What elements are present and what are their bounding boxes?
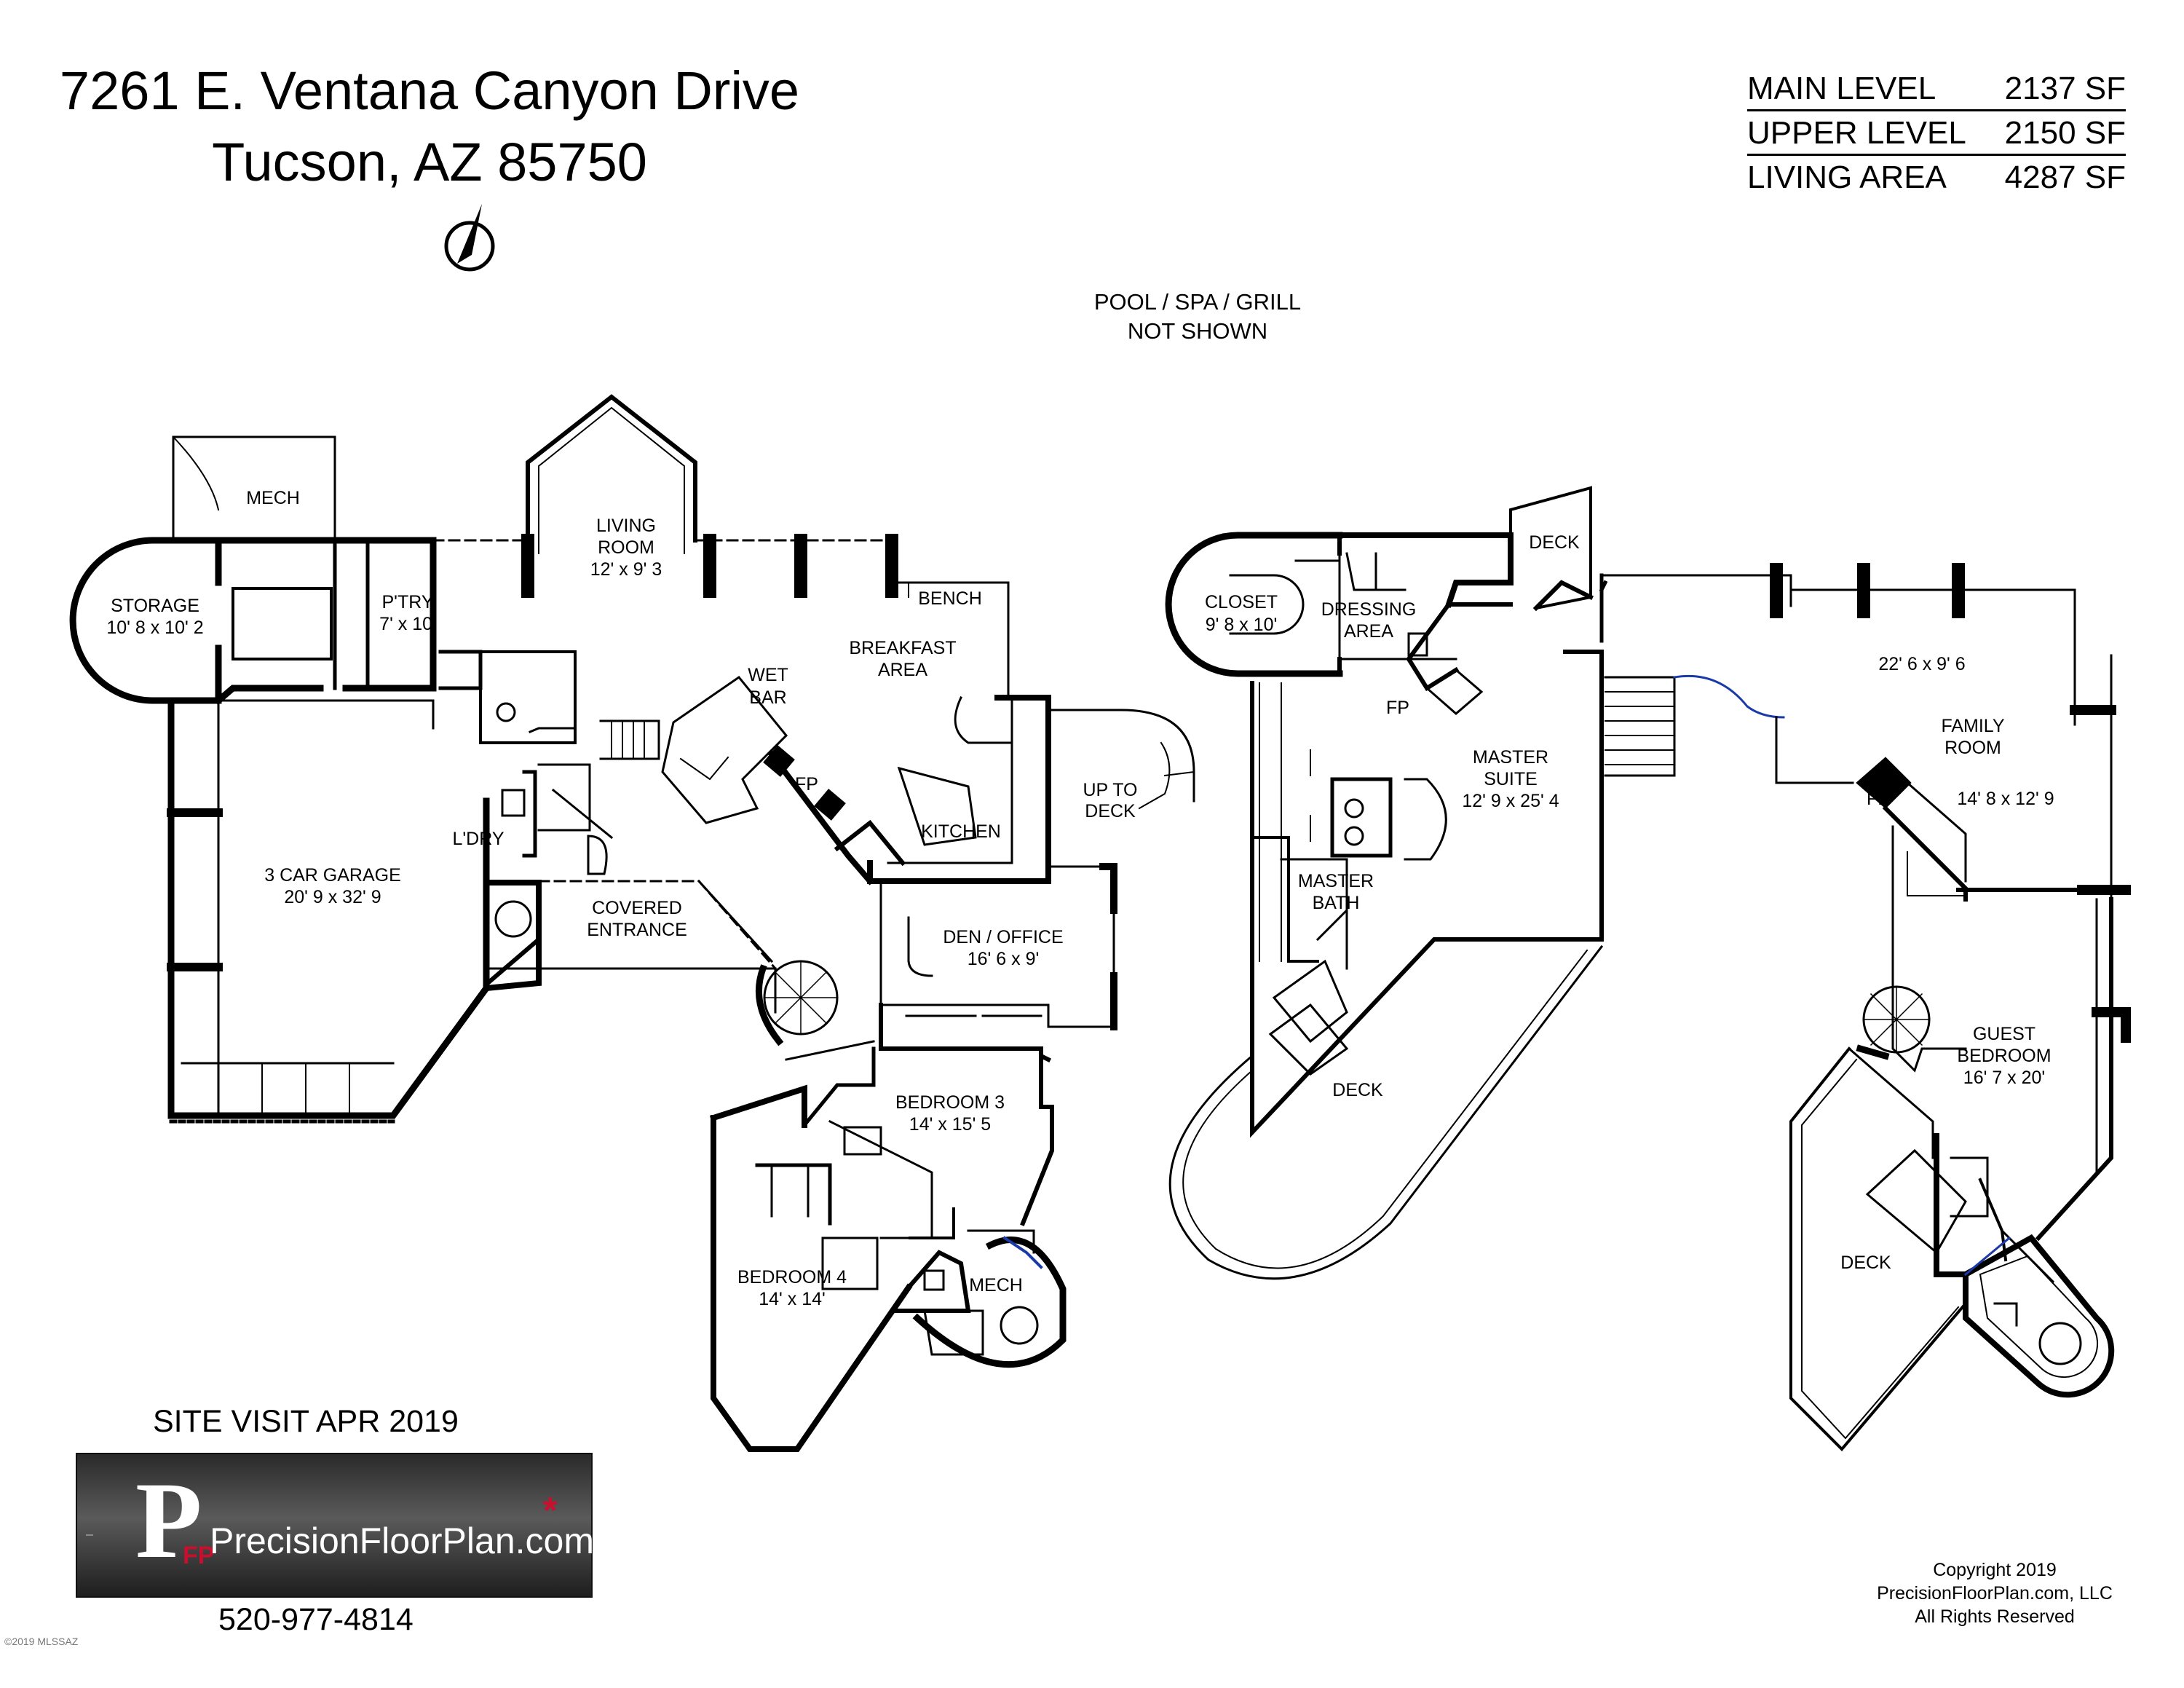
- room-size-bedroom-4: 14' x 14': [759, 1289, 826, 1309]
- copyright-block: Copyright 2019 PrecisionFloorPlan.com, L…: [1835, 1558, 2155, 1628]
- room-label-guest-1: GUEST: [1973, 1024, 2035, 1044]
- address-line-1: 7261 E. Ventana Canyon Drive: [59, 60, 800, 121]
- room-label-breakfast-1: BREAKFAST: [849, 638, 956, 658]
- logo-star-icon: *: [543, 1490, 558, 1531]
- room-label-garage: 3 CAR GARAGE: [264, 865, 401, 886]
- main-level-labels: MECH STORAGE 10' 8 x 10' 2 P'TRY 7' x 10…: [106, 488, 1137, 1309]
- north-arrow-icon: [444, 204, 495, 272]
- room-label-laundry: L'DRY: [452, 829, 504, 849]
- area-row-total: LIVING AREA 4287 SF: [1747, 154, 2126, 198]
- room-label-dressing-1: DRESSING: [1321, 599, 1417, 620]
- area-row-main: MAIN LEVEL 2137 SF: [1747, 67, 2126, 111]
- room-label-den: DEN / OFFICE: [943, 927, 1063, 947]
- company-logo: P FP PrecisionFloorPlan.com *: [76, 1453, 594, 1598]
- room-label-entrance-2: ENTRANCE: [587, 920, 687, 940]
- room-label-master-1: MASTER: [1473, 747, 1548, 768]
- room-label-pantry: P'TRY: [382, 592, 434, 612]
- area-row-upper: UPPER LEVEL 2150 SF: [1747, 111, 2126, 154]
- room-label-living-1: LIVING: [596, 516, 656, 536]
- label-up-to-deck-1: UP TO: [1083, 780, 1137, 800]
- label-fireplace-dressing: FP: [1386, 698, 1409, 718]
- room-size-storage: 10' 8 x 10' 2: [106, 618, 203, 638]
- upper-level-labels: CLOSET 9' 8 x 10' DRESSING AREA FP DECK …: [1205, 532, 2054, 1273]
- area-table: MAIN LEVEL 2137 SF UPPER LEVEL 2150 SF L…: [1747, 67, 2126, 198]
- area-label: UPPER LEVEL: [1747, 115, 1966, 151]
- room-label-entrance-1: COVERED: [592, 898, 682, 918]
- room-size-closet: 9' 8 x 10': [1206, 615, 1278, 635]
- room-label-master-bath-1: MASTER: [1298, 871, 1374, 891]
- room-size-bedroom-3: 14' x 15' 5: [909, 1114, 991, 1135]
- room-size-living: 12' x 9' 3: [590, 559, 662, 580]
- room-label-storage: STORAGE: [111, 596, 199, 616]
- room-size-guest: 16' 7 x 20': [1963, 1068, 2045, 1088]
- room-size-pantry: 7' x 10': [379, 614, 436, 634]
- room-label-deck-top: DECK: [1529, 532, 1580, 553]
- area-value: 2137 SF: [2004, 71, 2126, 106]
- room-label-guest-2: BEDROOM: [1957, 1046, 2051, 1066]
- room-size-family-1: 22' 6 x 9' 6: [1878, 654, 1965, 674]
- room-label-mech: MECH: [246, 488, 300, 508]
- area-value: 4287 SF: [2004, 159, 2126, 195]
- note-pool-line-2: NOT SHOWN: [1128, 318, 1267, 344]
- room-label-bedroom-3: BEDROOM 3: [895, 1092, 1005, 1113]
- room-label-closet: CLOSET: [1205, 592, 1278, 612]
- room-size-garage: 20' 9 x 32' 9: [284, 887, 381, 907]
- room-label-master-bath-2: BATH: [1313, 893, 1360, 913]
- room-label-mech-2: MECH: [969, 1275, 1023, 1295]
- room-size-family-2: 14' 8 x 12' 9: [1957, 789, 2054, 809]
- room-label-family-1: FAMILY: [1941, 716, 2004, 736]
- note-pool-line-1: POOL / SPA / GRILL: [1094, 289, 1301, 315]
- logo-text: PrecisionFloorPlan.com: [210, 1521, 594, 1561]
- room-label-breakfast-2: AREA: [878, 660, 927, 680]
- room-label-dressing-2: AREA: [1344, 621, 1393, 642]
- upper-level-walls: [1165, 486, 2131, 1451]
- phone-number: 520-977-4814: [218, 1602, 414, 1637]
- area-value: 2150 SF: [2004, 115, 2126, 151]
- label-bench: BENCH: [918, 588, 982, 609]
- address-line-2: Tucson, AZ 85750: [212, 132, 647, 192]
- area-label: MAIN LEVEL: [1747, 71, 1936, 106]
- logo-monogram-small: FP: [183, 1542, 215, 1569]
- room-label-wetbar-1: WET: [748, 665, 788, 685]
- main-level-walls: [69, 394, 1195, 1452]
- logo-monogram: P: [135, 1460, 202, 1581]
- room-label-master-2: SUITE: [1484, 769, 1538, 789]
- area-label: LIVING AREA: [1747, 159, 1947, 195]
- mls-watermark: ©2019 MLSSAZ: [4, 1636, 79, 1647]
- room-label-bedroom-4: BEDROOM 4: [737, 1267, 847, 1287]
- room-label-family-2: ROOM: [1944, 738, 2001, 758]
- label-fireplace-family: FP: [1867, 789, 1890, 809]
- room-size-master: 12' 9 x 25' 4: [1462, 791, 1559, 811]
- room-label-deck-guest: DECK: [1840, 1253, 1891, 1273]
- room-label-deck-master: DECK: [1332, 1080, 1383, 1100]
- label-up-to-deck-2: DECK: [1085, 801, 1136, 821]
- copyright-line-3: All Rights Reserved: [1915, 1606, 2075, 1627]
- room-size-den: 16' 6 x 9': [968, 949, 1040, 969]
- room-label-wetbar-2: BAR: [749, 687, 786, 708]
- copyright-line-1: Copyright 2019: [1933, 1560, 2057, 1580]
- room-label-kitchen: KITCHEN: [921, 821, 1001, 842]
- label-fireplace-main: FP: [795, 774, 818, 794]
- copyright-line-2: PrecisionFloorPlan.com, LLC: [1877, 1583, 2113, 1604]
- room-label-living-2: ROOM: [598, 537, 654, 558]
- logo-decoration: [86, 1534, 93, 1536]
- site-visit-date: SITE VISIT APR 2019: [153, 1404, 459, 1439]
